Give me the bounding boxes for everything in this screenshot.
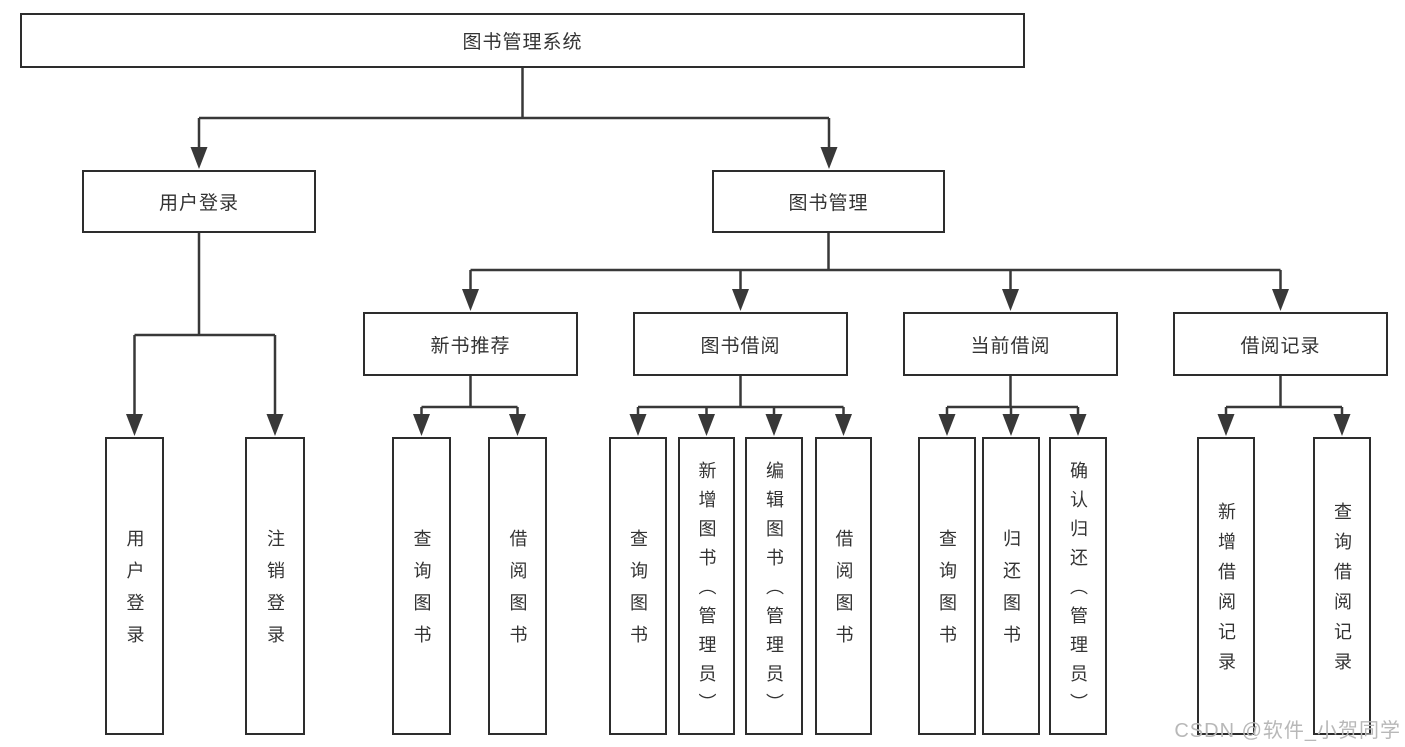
- leaf-query-books-current: 查询图书: [918, 437, 976, 735]
- node-label: 注销登录: [265, 529, 285, 657]
- leaf-query-borrow-record: 查询借阅记录: [1313, 437, 1371, 735]
- edge-bookborrow-to-children: [636, 376, 845, 416]
- leaf-query-books-borrow: 查询图书: [609, 437, 667, 735]
- node-label: 用户登录: [158, 193, 239, 214]
- node-label: 借阅图书: [507, 529, 528, 657]
- node-book-management: 图书管理: [712, 170, 945, 233]
- node-label: 图书借阅: [700, 335, 781, 357]
- node-label: 查询借阅记录: [1332, 502, 1352, 682]
- edge-currentborrow-to-children: [945, 376, 1080, 416]
- node-label: 确认归还（管理员）: [1068, 461, 1088, 722]
- edge-bookmgmt-to-level3: [469, 233, 1282, 291]
- node-label: 编辑图书（管理员）: [764, 461, 784, 722]
- edge-userlogin-to-children: [133, 233, 277, 416]
- leaf-add-book-admin: 新增图书（管理员）: [678, 437, 735, 735]
- node-root: 图书管理系统: [20, 13, 1025, 68]
- csdn-watermark: CSDN @软件_小贺同学: [1174, 720, 1401, 742]
- leaf-return-book: 归还图书: [982, 437, 1040, 735]
- node-label: 用户登录: [124, 529, 145, 657]
- node-current-borrow: 当前借阅: [903, 312, 1118, 376]
- leaf-logout: 注销登录: [245, 437, 305, 735]
- leaf-query-books-recommend: 查询图书: [392, 437, 451, 735]
- arrowheads: [126, 147, 1351, 436]
- leaf-add-borrow-record: 新增借阅记录: [1197, 437, 1255, 735]
- node-label: 图书管理系统: [462, 32, 583, 53]
- edge-borrowrecord-to-children: [1224, 376, 1344, 416]
- node-label: 查询图书: [628, 529, 648, 657]
- node-label: 新增图书（管理员）: [696, 461, 717, 722]
- node-label: 查询图书: [411, 529, 432, 657]
- node-borrow-records: 借阅记录: [1173, 312, 1388, 376]
- node-label: 归还图书: [1001, 529, 1021, 657]
- leaf-borrow-books: 借阅图书: [815, 437, 872, 735]
- leaf-user-login: 用户登录: [105, 437, 164, 735]
- node-label: 借阅记录: [1240, 335, 1321, 357]
- node-new-book-recommend: 新书推荐: [363, 312, 578, 376]
- node-book-borrow: 图书借阅: [633, 312, 848, 376]
- node-label: 借阅图书: [833, 529, 854, 657]
- edge-newbook-to-children: [420, 376, 519, 416]
- leaf-edit-book-admin: 编辑图书（管理员）: [745, 437, 803, 735]
- node-label: 当前借阅: [970, 335, 1051, 357]
- leaf-confirm-return-admin: 确认归还（管理员）: [1049, 437, 1107, 735]
- node-label: 新书推荐: [430, 335, 511, 357]
- edge-root-to-level2: [197, 68, 831, 149]
- leaf-borrow-books-recommend: 借阅图书: [488, 437, 547, 735]
- node-user-login: 用户登录: [82, 170, 316, 233]
- node-label: 查询图书: [937, 529, 957, 657]
- node-label: 新增借阅记录: [1216, 502, 1236, 682]
- node-label: 图书管理: [788, 193, 869, 214]
